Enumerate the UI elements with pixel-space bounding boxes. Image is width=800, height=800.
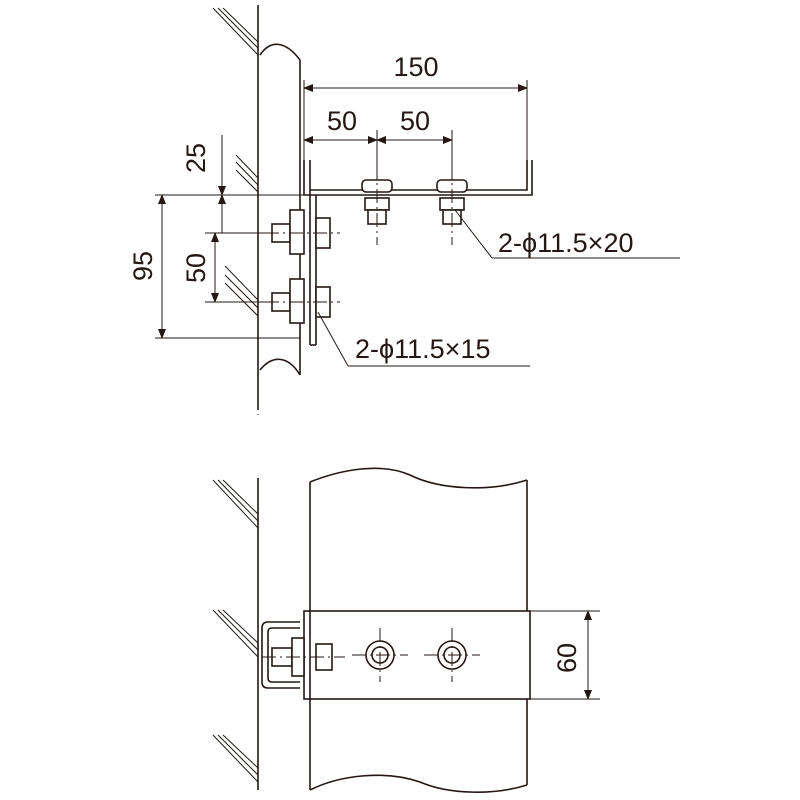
wall-hatching-lower [212, 479, 259, 783]
dim-top-offset-label: 25 [181, 143, 211, 173]
wall-bolt-2 [265, 278, 340, 324]
callout-wall-bolts-label: 2-ϕ11.5×15 [355, 334, 490, 364]
elevation-view: 150 50 50 25 95 50 2-ϕ11 [128, 5, 680, 415]
dim-plan-width-label: 60 [552, 643, 582, 673]
wall-bolt-1 [265, 209, 340, 255]
dim-height-label: 95 [128, 251, 158, 281]
dim-plan-width: 60 [530, 610, 600, 700]
dim-vertical: 25 95 50 [128, 135, 304, 339]
plan-view: 60 [212, 467, 600, 793]
dim-spacing-second-label: 50 [400, 106, 430, 136]
bracket-plate-plan [303, 610, 531, 700]
callout-wall-bolts: 2-ϕ11.5×15 [317, 311, 530, 367]
dim-vertical-spacing-label: 50 [181, 253, 211, 283]
dim-spacing-first-label: 50 [327, 106, 357, 136]
dim-overall-length: 150 [303, 52, 528, 160]
wall-hatching-upper [212, 7, 259, 317]
callout-top-bolts: 2-ϕ11.5×20 [454, 209, 680, 259]
plan-bolt-1 [352, 628, 408, 682]
callout-top-bolts-label: 2-ϕ11.5×20 [498, 228, 633, 258]
plan-bolt-2 [424, 628, 480, 682]
angle-bracket [303, 160, 533, 346]
dim-spacing: 50 50 [303, 106, 453, 180]
wall-clamp [261, 621, 345, 689]
dim-overall-length-label: 150 [393, 52, 438, 82]
